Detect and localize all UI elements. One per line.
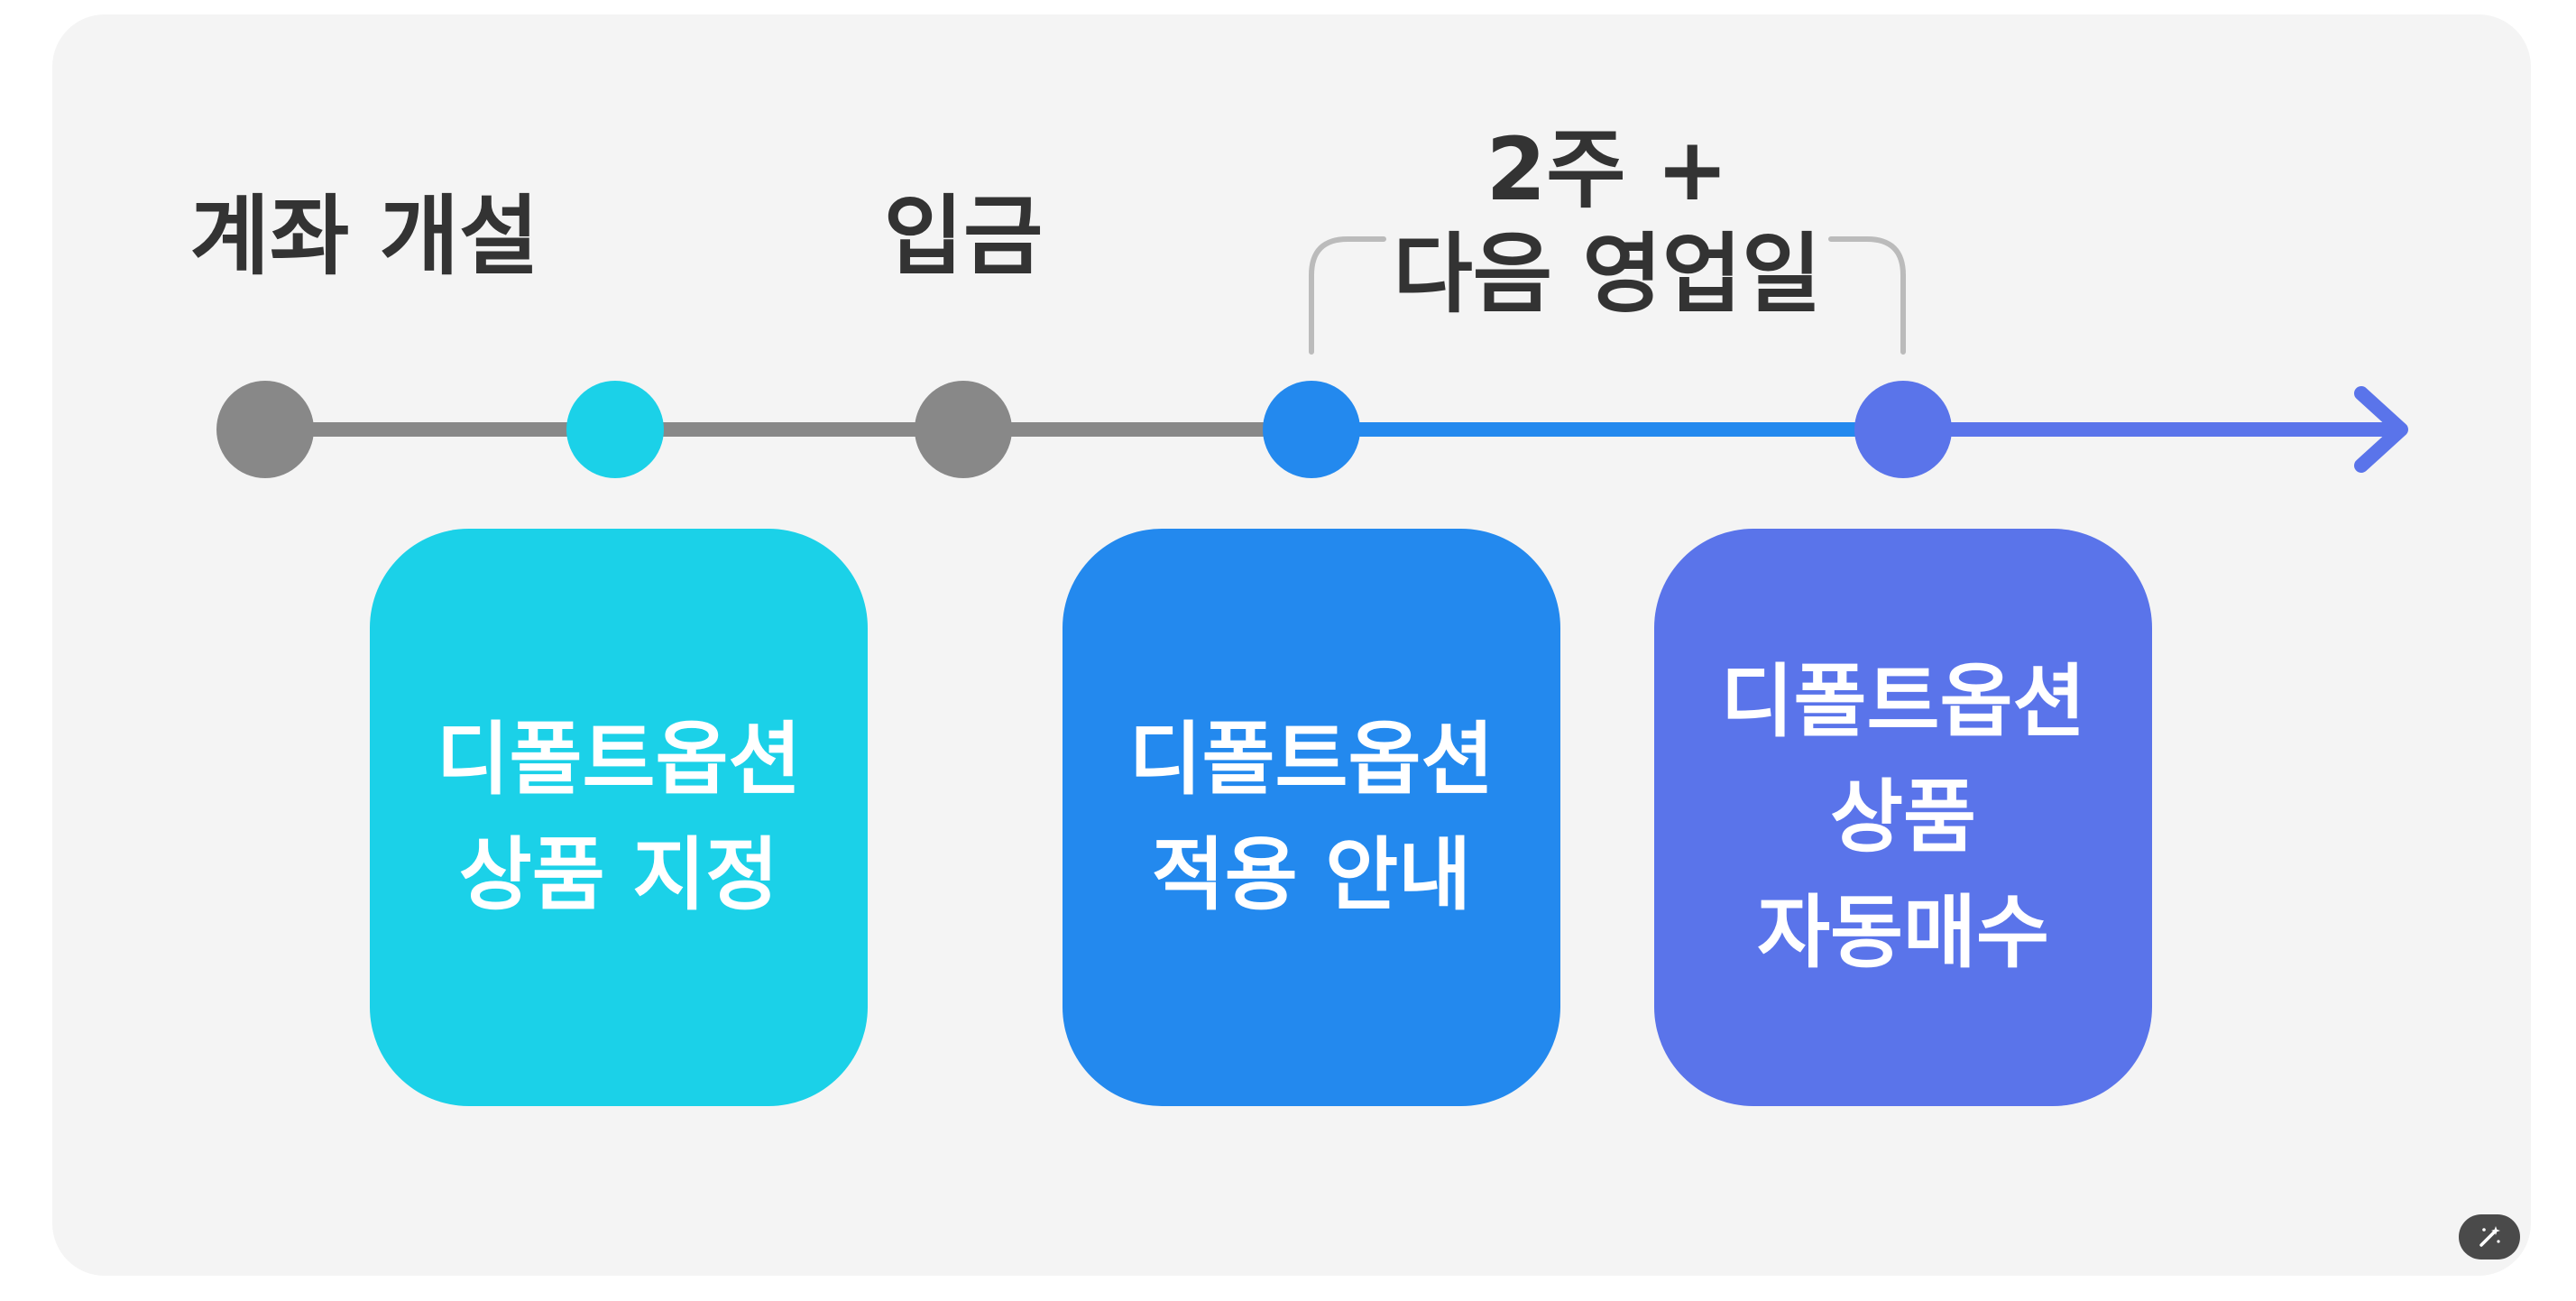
bracket-label-line1: 2주 + [1486,119,1729,220]
card-option-notice: 디폴트옵션 적용 안내 [1063,529,1560,1106]
timeline-dot-option-notice [1263,381,1360,478]
timeline-dot-option-designation [566,381,664,478]
card-line: 상품 지정 [458,828,779,921]
bracket-label-line2: 다음 영업일 [1393,224,1822,325]
card-line: 디폴트옵션 [1128,713,1495,806]
step-label-deposit: 입금 [883,186,1044,287]
step-label-account-open: 계좌 개설 [189,186,539,287]
timeline-dot-deposit [915,381,1012,478]
magic-button[interactable] [2459,1214,2520,1259]
magic-wand-icon [2479,1226,2500,1247]
timeline-dot-account-open [216,381,314,478]
bracket-line [1309,236,1906,355]
card-line: 디폴트옵션 [436,713,802,806]
timeline-dot-auto-purchase [1854,381,1952,478]
card-line: 자동매수 [1757,886,2049,979]
timeline-arrow-head [2354,386,2408,473]
bracket-label: 2주 + 다음 영업일 [1393,117,1821,327]
card-line: 디폴트옵션 [1720,655,2086,748]
card-line: 상품 [1830,770,1976,863]
card-line: 적용 안내 [1151,828,1472,921]
card-option-designation: 디폴트옵션 상품 지정 [370,529,868,1106]
card-auto-purchase: 디폴트옵션 상품 자동매수 [1654,529,2152,1106]
